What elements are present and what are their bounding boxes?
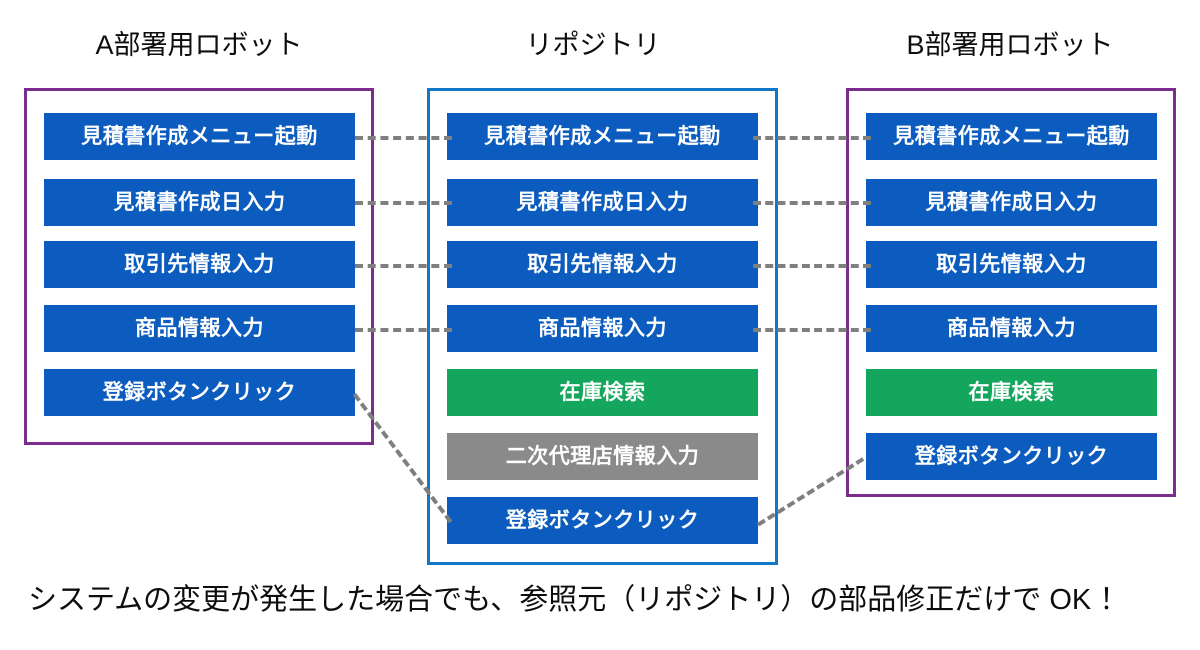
step-repo-product-info-input[interactable]: 商品情報入力 [447, 305, 758, 352]
step-b-customer-info-input[interactable]: 取引先情報入力 [866, 241, 1157, 288]
step-b-stock-search[interactable]: 在庫検索 [866, 369, 1157, 416]
step-repo-subagent-info-input[interactable]: 二次代理店情報入力 [447, 433, 758, 480]
connector-a-repo-row-1 [355, 136, 452, 140]
step-a-product-info-input[interactable]: 商品情報入力 [44, 305, 355, 352]
step-b-register-button-click[interactable]: 登録ボタンクリック [866, 433, 1157, 480]
connector-a-repo-row-4 [355, 328, 452, 332]
step-repo-customer-info-input[interactable]: 取引先情報入力 [447, 241, 758, 288]
step-repo-quote-menu-launch[interactable]: 見積書作成メニュー起動 [447, 113, 758, 160]
column-title-robot-b: B部署用ロボット [906, 30, 1114, 60]
step-repo-quote-date-input[interactable]: 見積書作成日入力 [447, 179, 758, 226]
caption-text: システムの変更が発生した場合でも、参照元（リポジトリ）の部品修正だけで OK ！ [28, 584, 1129, 616]
connector-repo-b-row-1 [753, 136, 871, 140]
connector-a-repo-row-2 [355, 201, 452, 205]
step-b-quote-menu-launch[interactable]: 見積書作成メニュー起動 [866, 113, 1157, 160]
column-title-robot-a: A部署用ロボット [95, 30, 303, 60]
step-a-register-button-click[interactable]: 登録ボタンクリック [44, 369, 355, 416]
connector-repo-b-row-3 [753, 264, 871, 268]
connector-a-repo-row-3 [355, 264, 452, 268]
connector-repo-b-row-2 [753, 201, 871, 205]
step-repo-stock-search[interactable]: 在庫検索 [447, 369, 758, 416]
column-title-repository: リポジトリ [525, 30, 661, 60]
step-b-product-info-input[interactable]: 商品情報入力 [866, 305, 1157, 352]
connector-repo-b-row-4 [753, 328, 871, 332]
step-repo-register-button-click[interactable]: 登録ボタンクリック [447, 497, 758, 544]
step-a-quote-date-input[interactable]: 見積書作成日入力 [44, 179, 355, 226]
step-a-customer-info-input[interactable]: 取引先情報入力 [44, 241, 355, 288]
step-a-quote-menu-launch[interactable]: 見積書作成メニュー起動 [44, 113, 355, 160]
step-b-quote-date-input[interactable]: 見積書作成日入力 [866, 179, 1157, 226]
